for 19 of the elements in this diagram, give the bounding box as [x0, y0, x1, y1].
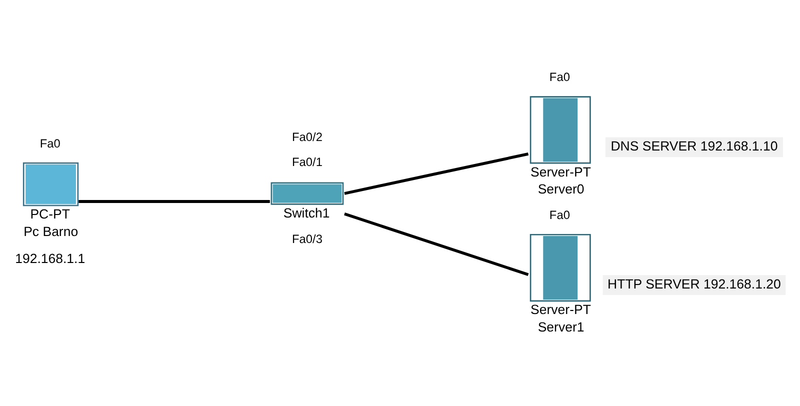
- node-label: DNS SERVER 192.168.1.10: [610, 138, 778, 153]
- node-label: Server-PT: [530, 302, 591, 317]
- label: Fa0/3: [292, 231, 322, 246]
- connector: [78, 200, 270, 202]
- node-label: Pc Barno: [24, 223, 78, 238]
- label: Fa0/1: [292, 154, 322, 168]
- connector: [344, 212, 529, 276]
- label: Fa0: [549, 70, 570, 84]
- label: Fa0: [40, 136, 60, 150]
- node-label: HTTP SERVER 192.168.1.20: [608, 276, 781, 291]
- label: Fa0: [549, 208, 570, 222]
- connector: [344, 152, 529, 194]
- node-label: Server-PT: [530, 164, 591, 179]
- node-label: 192.168.1.1: [15, 250, 86, 266]
- node-label: Server1: [538, 318, 584, 334]
- node-label: Server0: [538, 181, 584, 196]
- label: Fa0/2: [292, 129, 322, 144]
- node-label: PC-PT: [30, 206, 70, 222]
- node-label: Switch1: [283, 204, 330, 220]
